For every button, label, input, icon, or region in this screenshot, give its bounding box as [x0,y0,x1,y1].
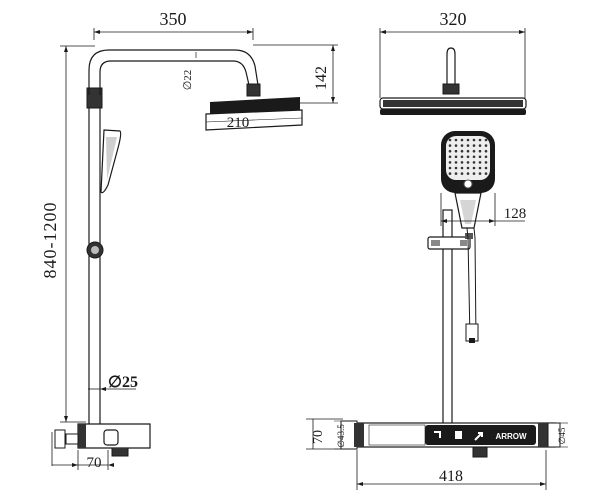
brand-label: ARROW [495,432,527,441]
overhead-shower-head-side [205,83,303,131]
nozzle-dot [484,161,488,164]
overhead-button-icon[interactable] [455,431,462,439]
shower-hose [465,227,479,343]
hand-shower-nozzle-grid [448,138,488,175]
nozzle-dot [460,138,464,142]
nozzle-dot [472,166,476,170]
nozzle-dot [472,144,476,147]
nozzle-dot [478,149,482,153]
base-offset-label: 70 [87,455,102,471]
nozzle-dot [472,172,476,175]
left-diameter-label: ∅43.5 [336,424,346,448]
nozzle-dot [460,155,464,159]
dim-width-front: 320 [379,9,526,98]
dim-left-diameter: ∅43.5 [334,420,352,450]
nozzle-dot [478,138,482,142]
nozzle-dot [454,161,458,164]
nozzle-dot [466,172,470,175]
nozzle-dot [454,144,458,147]
hand-shower-side [100,129,122,194]
hand-shower-width-label: 128 [504,206,527,222]
nozzle-dot [460,161,464,164]
nozzle-dot [448,155,452,159]
nozzle-dot [460,172,464,175]
nozzle-dot [466,149,470,153]
nozzle-dot [448,172,452,175]
front-width-label: 320 [440,9,467,29]
overhead-arm-front [442,47,460,95]
nozzle-dot [472,149,476,153]
nozzle-dot [478,144,482,147]
slide-holder-front [427,233,473,250]
nozzle-dot [484,166,488,170]
nozzle-dot [454,172,458,175]
hand-shower-front [441,131,495,229]
spout-button-icon[interactable] [474,432,483,441]
overhead-arm [88,49,259,95]
overhead-shower-head-front [379,97,527,115]
hand-shower-button-icon[interactable] [434,431,441,438]
nozzle-dot [478,172,482,175]
nozzle-dot [454,155,458,159]
nozzle-dot [448,149,452,153]
panel-height-label: 70 [311,430,326,444]
nozzle-dot [448,144,452,147]
nozzle-dot [460,144,464,147]
nozzle-dot [466,144,470,147]
nozzle-dot [448,161,452,164]
nozzle-dot [448,138,452,142]
nozzle-dot [484,138,488,142]
dim-panel-width: 418 [356,450,547,490]
dim-hand-shower-width: 128 [440,193,527,226]
nozzle-dot [454,166,458,170]
nozzle-dot [472,138,476,142]
side-width-label: 350 [160,9,187,29]
thermostat-body-side [51,423,151,466]
side-view: 350 ∅22 142 [40,9,338,471]
nozzle-dot [454,149,458,153]
nozzle-dot [484,172,488,175]
arm-diameter-label: ∅22 [182,70,194,91]
nozzle-dot [460,166,464,170]
dim-base-offset: 70 [52,450,114,471]
nozzle-dot [478,155,482,159]
nozzle-dot [466,166,470,170]
dim-right-diameter: ∅45 [557,422,568,448]
dim-width-side: 350 [93,9,254,40]
nozzle-dot [478,166,482,170]
nozzle-dot [448,166,452,170]
dim-height-range: 840-1200 [40,45,95,423]
nozzle-dot [466,155,470,159]
nozzle-dot [484,155,488,159]
dim-arm-drop: 142 [253,44,338,104]
nozzle-dot [460,149,464,153]
right-diameter-label: ∅45 [557,427,567,444]
nozzle-dot [484,144,488,147]
arm-drop-label: 142 [313,66,330,90]
nozzle-dot [466,161,470,164]
slide-holder-side [86,241,104,259]
panel-width-label: 418 [439,468,463,485]
nozzle-dot [484,149,488,153]
nozzle-dot [472,155,476,159]
control-panel-front: ARROW [340,420,561,458]
nozzle-dot [472,161,476,164]
dim-pipe-diameter: ∅25 [88,374,138,391]
height-range-label: 840-1200 [40,202,60,279]
head-width-label: 210 [227,115,250,131]
nozzle-dot [466,138,470,142]
nozzle-dot [454,138,458,142]
pipe-diameter-label: ∅25 [108,374,138,391]
front-view: 320 [306,9,568,490]
nozzle-dot [478,161,482,164]
